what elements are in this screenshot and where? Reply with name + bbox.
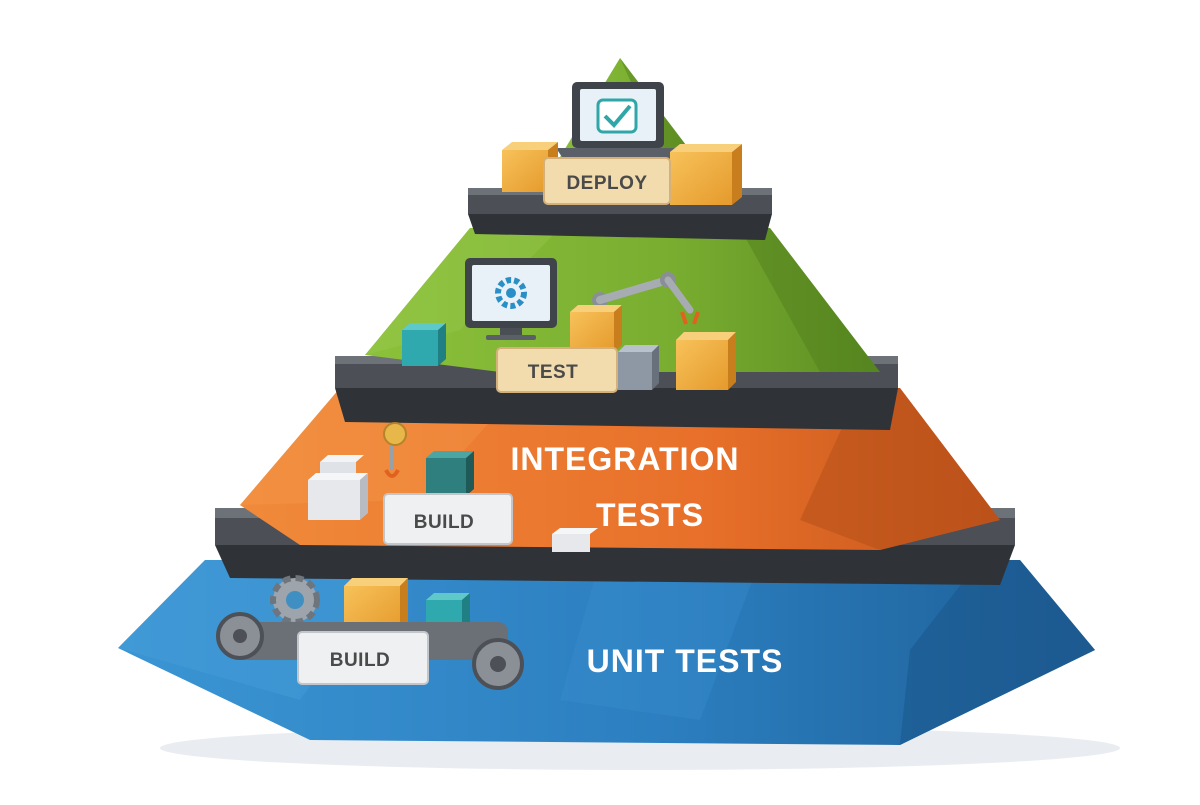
crane-hook-icon	[383, 422, 407, 478]
integration-build-tag: BUILD	[383, 493, 513, 545]
unit-build-tag: BUILD	[297, 631, 429, 685]
test-tag-label: TEST	[528, 362, 579, 383]
integration-build-tag-label: BUILD	[414, 512, 475, 533]
test-box-grey	[618, 345, 659, 390]
gear-icon	[270, 575, 320, 625]
test-box-teal	[402, 323, 446, 366]
test-monitor-icon	[465, 258, 557, 340]
unit-build-tag-label: BUILD	[330, 650, 391, 671]
deploy-tag: DEPLOY	[543, 157, 671, 205]
test-box-right	[676, 332, 736, 390]
robot-arm-icon	[592, 272, 700, 325]
integration-box-white-stack	[308, 455, 368, 520]
unit-box-orange	[344, 578, 408, 632]
deploy-tag-label: DEPLOY	[566, 173, 647, 194]
deploy-box-right	[670, 144, 742, 205]
small-white-box	[552, 528, 598, 552]
integration-label-line2: TESTS	[596, 497, 704, 533]
test-tag: TEST	[496, 347, 618, 393]
deploy-laptop-icon	[556, 82, 680, 160]
integration-box-teal	[426, 451, 474, 496]
unit-tests-label: UNIT TESTS	[587, 643, 784, 679]
integration-label-line1: INTEGRATION	[510, 441, 739, 477]
test-box-top	[570, 305, 622, 352]
